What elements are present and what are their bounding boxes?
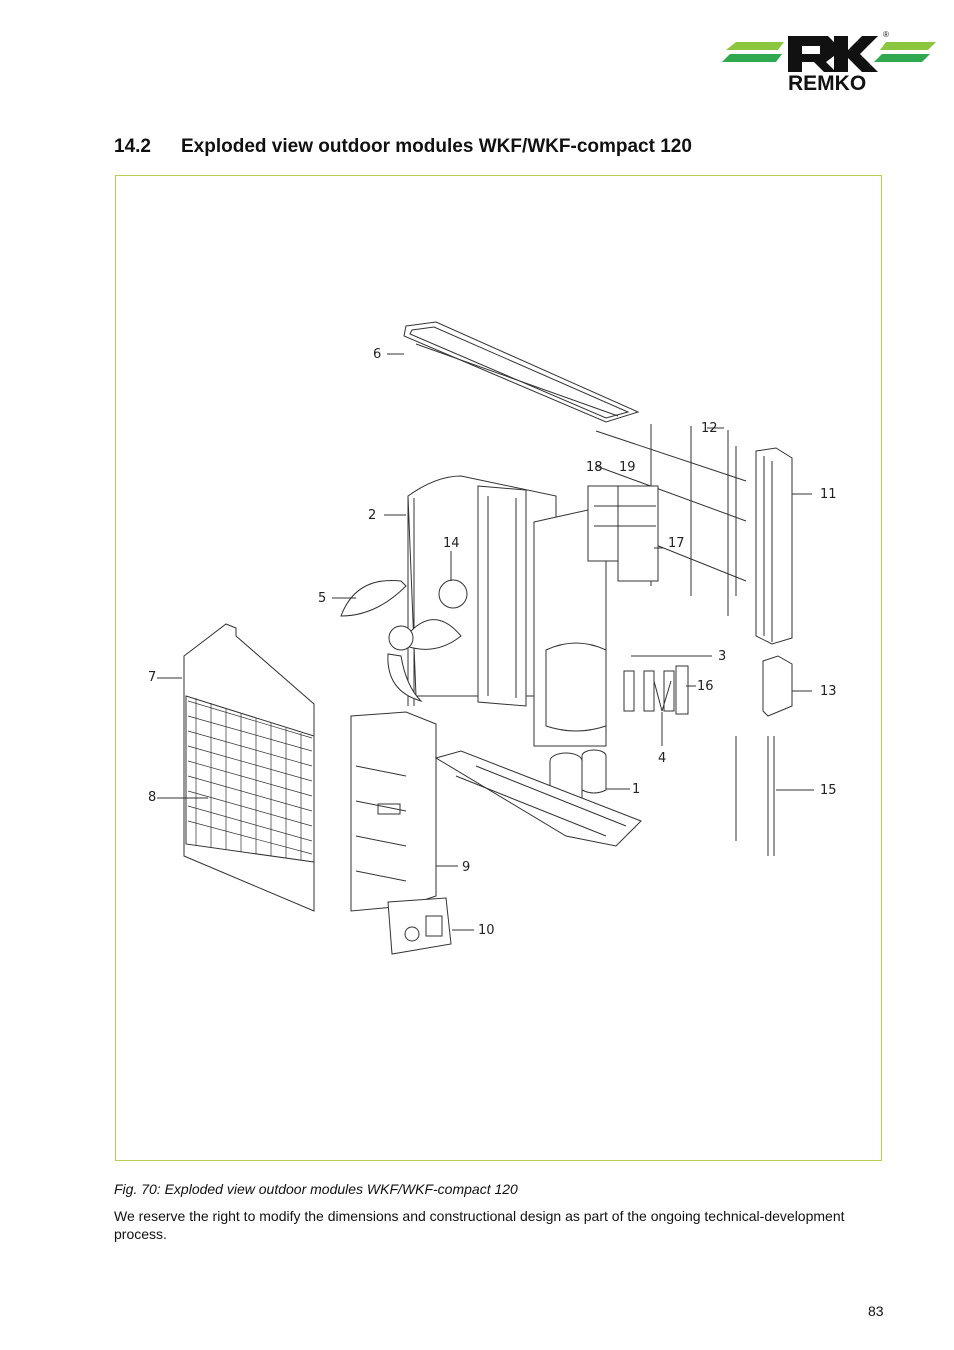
callout-11: 11 (820, 487, 837, 502)
callout-12: 12 (701, 421, 718, 436)
cable-leads (735, 736, 775, 856)
section-number: 14.2 (114, 136, 151, 157)
logo-wordmark: REMKO (788, 72, 866, 94)
right-side-panel (755, 447, 793, 645)
heat-exchanger (533, 505, 622, 747)
disclaimer-note: We reserve the right to modify the dimen… (114, 1208, 845, 1242)
front-panel (183, 623, 315, 912)
callout-6: 6 (373, 347, 382, 362)
section-title: Exploded view outdoor modules WKF/WKF-co… (181, 136, 692, 157)
callout-7: 7 (148, 670, 157, 685)
callout-15: 15 (820, 783, 837, 798)
exploded-view-drawing (157, 321, 814, 955)
service-panel (350, 711, 437, 912)
callout-17: 17 (668, 536, 685, 551)
connection-cover (387, 897, 452, 955)
exploded-view-figure: 6 12 18 19 11 2 14 17 5 7 3 13 16 4 1 8 … (115, 175, 882, 1161)
callout-2: 2 (368, 508, 377, 523)
callout-10: 10 (478, 923, 495, 938)
page-number: 83 (868, 1303, 884, 1319)
leader-lines (157, 353, 814, 931)
small-side-cover (762, 655, 793, 717)
callout-4: 4 (658, 751, 667, 766)
top-cover (403, 321, 640, 423)
callout-1: 1 (632, 782, 641, 797)
callout-14: 14 (443, 536, 460, 551)
remko-logo: REMKO ® (722, 30, 936, 94)
callout-5: 5 (318, 591, 327, 606)
central-column (477, 485, 527, 707)
refrigeration-components (623, 655, 689, 715)
figure-caption: Fig. 70: Exploded view outdoor modules W… (114, 1181, 518, 1197)
section-heading: 14.2 Exploded view outdoor modules WKF/WK… (114, 136, 692, 158)
callout-3: 3 (718, 649, 727, 664)
callout-13: 13 (820, 684, 837, 699)
callout-16: 16 (697, 679, 714, 694)
callout-19: 19 (619, 460, 636, 475)
callout-18: 18 (586, 460, 603, 475)
fan-motor (438, 579, 468, 609)
callout-8: 8 (148, 790, 157, 805)
control-box (587, 485, 659, 582)
registered-mark: ® (883, 30, 889, 39)
fan-propeller (340, 579, 462, 703)
callout-9: 9 (462, 860, 471, 875)
base-pan (434, 750, 642, 847)
